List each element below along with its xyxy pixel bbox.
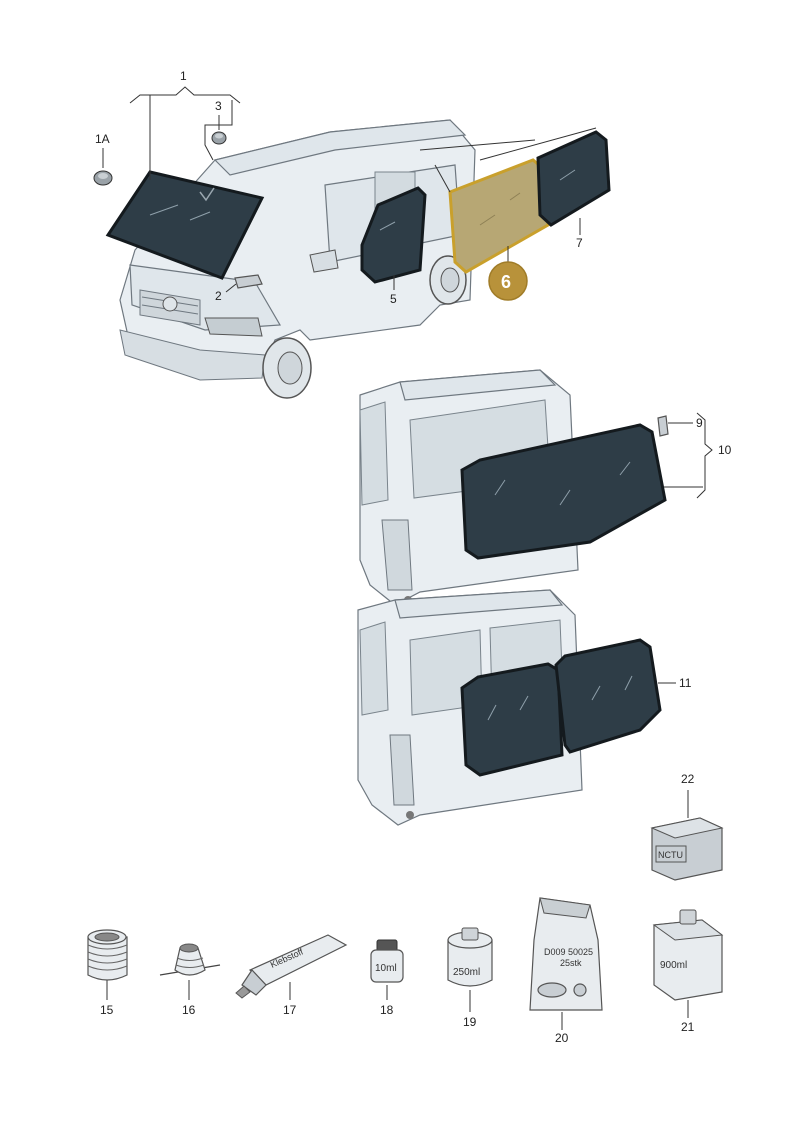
van-front-view	[93, 119, 611, 399]
clip-3	[211, 131, 227, 145]
leader-lines	[102, 86, 713, 1030]
rear-tailgate-window	[460, 423, 667, 560]
callout-2: 2	[215, 289, 222, 303]
callout-9: 9	[696, 416, 703, 430]
callout-5: 5	[390, 292, 397, 306]
callout-16: 16	[182, 1003, 196, 1017]
can-large-label: 900ml	[660, 960, 687, 971]
callout-1: 1	[180, 69, 187, 83]
callout-3: 3	[215, 99, 222, 113]
bag-20: D009 50025 25stk	[529, 897, 603, 1011]
adhesive-tube-17: Klebstoff	[235, 934, 348, 999]
rear-wing-door-windows	[460, 638, 662, 777]
callout-15: 15	[100, 1003, 114, 1017]
van-rear-view-tailgate	[359, 369, 669, 606]
clip-1a	[93, 170, 113, 186]
box-22: NCTU	[650, 817, 724, 881]
can-21: 900ml	[652, 909, 724, 1001]
roll-16	[159, 943, 221, 976]
callout-10: 10	[718, 443, 732, 457]
bag-qty-label: 25stk	[560, 958, 582, 968]
sliding-window-highlighted	[448, 158, 550, 274]
callout-17: 17	[283, 1003, 297, 1017]
callout-20: 20	[555, 1031, 569, 1045]
callout-1a: 1A	[95, 132, 110, 146]
callout-22: 22	[681, 772, 695, 786]
callout-6-badge: 6	[488, 261, 528, 301]
callout-19: 19	[463, 1015, 477, 1029]
callout-21: 21	[681, 1020, 695, 1034]
clip-9	[657, 415, 669, 437]
callout-18: 18	[380, 1003, 394, 1017]
front-door-window	[360, 186, 427, 284]
box-label: NCTU	[658, 850, 683, 860]
van-rear-view-wing-doors	[357, 589, 662, 826]
bottle-18: 10ml	[370, 939, 404, 983]
coil-15	[87, 929, 128, 981]
callout-6: 6	[501, 272, 511, 292]
rear-side-window	[536, 130, 611, 227]
bottle-label: 10ml	[375, 963, 397, 974]
can-medium-label: 250ml	[453, 967, 480, 978]
callout-7: 7	[576, 236, 583, 250]
sensor-part	[234, 274, 263, 289]
callout-11: 11	[679, 676, 692, 690]
callouts: 1 1A 2 3 5 6 7 9 10 11 22 15 16 17 18 19…	[95, 69, 732, 1045]
bag-code-label: D009 50025	[544, 947, 593, 957]
can-19: 250ml	[447, 927, 493, 987]
windshield	[105, 170, 265, 280]
